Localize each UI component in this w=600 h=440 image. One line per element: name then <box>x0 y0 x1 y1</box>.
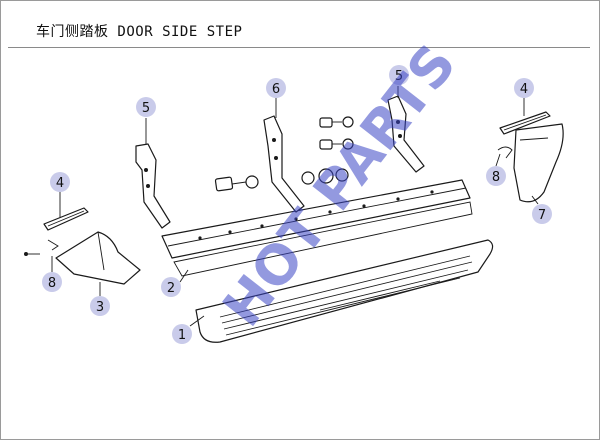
fastener-set <box>214 116 354 192</box>
step-support-rail <box>161 179 473 277</box>
svg-text:7: 7 <box>538 208 546 223</box>
callout-right-end-cap: 7 <box>532 204 552 224</box>
callout-left-step-pad: 4 <box>50 172 70 192</box>
right-end-cap <box>513 123 564 203</box>
svg-text:4: 4 <box>520 82 528 97</box>
callout-left-step-bracket: 5 <box>136 97 156 117</box>
svg-text:1: 1 <box>178 328 186 343</box>
left-step-pad <box>43 207 89 231</box>
svg-text:8: 8 <box>492 170 500 185</box>
right-step-pad <box>499 111 551 135</box>
callout-right-step-pad: 4 <box>514 78 534 98</box>
callout-step-support-rail: 2 <box>161 277 181 297</box>
left-end-cap <box>55 231 141 285</box>
step-cover-panel <box>195 239 494 343</box>
svg-text:5: 5 <box>142 101 150 116</box>
mid-step-bracket <box>263 115 305 213</box>
svg-text:3: 3 <box>96 300 104 315</box>
callout-leaders <box>51 86 539 327</box>
callout-right-clip: 8 <box>486 166 506 186</box>
svg-text:8: 8 <box>48 276 56 291</box>
rail-mounting-holes <box>198 190 434 240</box>
callout-right-step-bracket: 5 <box>389 65 409 85</box>
svg-text:2: 2 <box>167 281 175 296</box>
right-clip <box>497 146 513 159</box>
callout-step-cover-panel: 1 <box>172 324 192 344</box>
title-divider <box>8 47 590 48</box>
svg-text:4: 4 <box>56 176 64 191</box>
callout-mid-step-bracket: 6 <box>266 78 286 98</box>
left-clip <box>24 239 59 256</box>
diagram-title: 车门侧踏板 DOOR SIDE STEP <box>36 24 243 40</box>
callout-left-end-cap: 3 <box>90 296 110 316</box>
left-step-bracket <box>135 143 171 229</box>
svg-text:5: 5 <box>395 69 403 84</box>
callout-left-clip: 8 <box>42 272 62 292</box>
svg-text:6: 6 <box>272 82 280 97</box>
right-step-bracket <box>387 95 425 173</box>
